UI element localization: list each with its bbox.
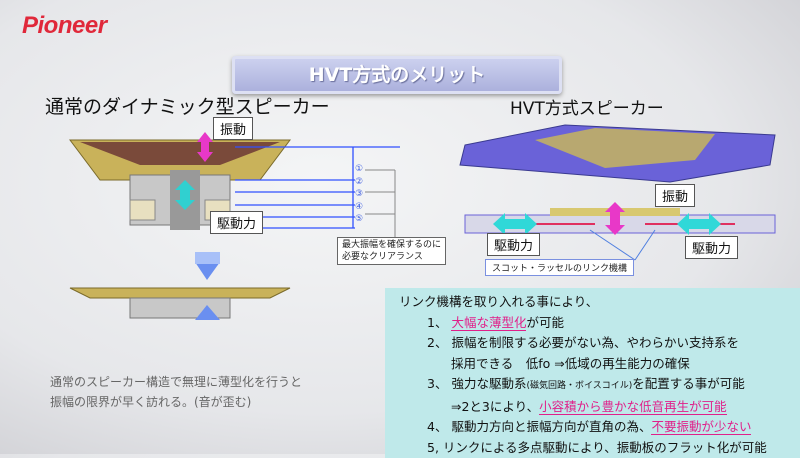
link-mechanism-label: スコット・ラッセルのリンク機構: [485, 259, 634, 276]
merit-text: 駆動力方向と振幅方向が直角の為、: [451, 419, 651, 434]
vibration-label: 振動: [213, 117, 253, 140]
merit-number: 2、: [427, 335, 447, 350]
panel-intro: リンク機構を取り入れる事により、: [399, 292, 800, 313]
merit-text: を配置する事が可能: [632, 376, 745, 391]
merit-3-cont: ⇒2と3により、小容積から豊かな低音再生が可能: [399, 397, 800, 418]
merit-5: 5, リンクによる多点駆動により、振動板のフラット化が可能: [399, 438, 800, 458]
merit-number: 4、: [427, 419, 447, 434]
clearance-note-line: 必要なクリアランス: [342, 251, 441, 263]
merit-3: 3、 強力な駆動系(磁気回路・ボイスコイル)を配置する事が可能: [399, 374, 800, 397]
marker: ②: [355, 176, 363, 189]
merit-1: 1、 大幅な薄型化が可能: [399, 313, 800, 334]
clearance-note: 最大振幅を確保するのに 必要なクリアランス: [337, 237, 446, 265]
merits-panel: リンク機構を取り入れる事により、 1、 大幅な薄型化が可能 2、 振幅を制限する…: [385, 288, 800, 458]
left-heading: 通常のダイナミック型スピーカー: [45, 92, 330, 119]
merit-subtext: (磁気回路・ボイスコイル): [526, 381, 632, 391]
merit-number: 1、: [427, 315, 447, 330]
hvt-vibration-label: 振動: [655, 184, 695, 207]
down-arrow-icon: [195, 262, 220, 280]
conventional-note: 通常のスピーカー構造で無理に薄型化を行うと 振幅の限界が早く訪れる。(音が歪む): [50, 372, 302, 412]
right-heading: HVT方式スピーカー: [510, 100, 664, 118]
merit-2: 2、 振幅を制限する必要がない為、やわらかい支持系を: [399, 333, 800, 354]
flattened-speaker: [70, 288, 290, 298]
merit-text: が可能: [526, 315, 564, 330]
note-line: 通常のスピーカー構造で無理に薄型化を行うと: [50, 372, 302, 392]
merit-text: ⇒2と3により、: [451, 399, 539, 414]
merit-4: 4、 駆動力方向と振幅方向が直角の為、不要振動が少ない: [399, 417, 800, 438]
merit-number: 3、: [427, 376, 447, 391]
merit-highlight: 大幅な薄型化: [451, 315, 526, 331]
merit-2-cont: 採用できる 低fo ⇒低域の再生能力の確保: [399, 354, 800, 375]
merit-text: 強力な駆動系: [451, 376, 526, 391]
merit-text: 振幅を制限する必要がない為、やわらかい支持系を: [451, 335, 739, 350]
pointer-lines: [365, 170, 395, 238]
link-pointer-lines: [590, 230, 655, 260]
hvt-drive-label-right: 駆動力: [685, 236, 738, 259]
marker: ①: [355, 163, 363, 176]
drive-force-label: 駆動力: [210, 211, 263, 234]
slide-title: HVT方式のメリット: [232, 56, 562, 94]
marker: ④: [355, 201, 363, 214]
clearance-note-line: 最大振幅を確保するのに: [342, 239, 441, 251]
hvt-drive-label-left: 駆動力: [487, 233, 540, 256]
marker: ③: [355, 188, 363, 201]
marker-list: ① ② ③ ④ ⑤: [355, 163, 363, 226]
merit-highlight: 小容積から豊かな低音再生が可能: [539, 399, 727, 415]
merit-highlight: 不要振動が少ない: [651, 419, 751, 435]
pioneer-logo: Pioneer: [22, 12, 107, 40]
note-line: 振幅の限界が早く訪れる。(音が歪む): [50, 392, 302, 412]
marker: ⑤: [355, 213, 363, 226]
